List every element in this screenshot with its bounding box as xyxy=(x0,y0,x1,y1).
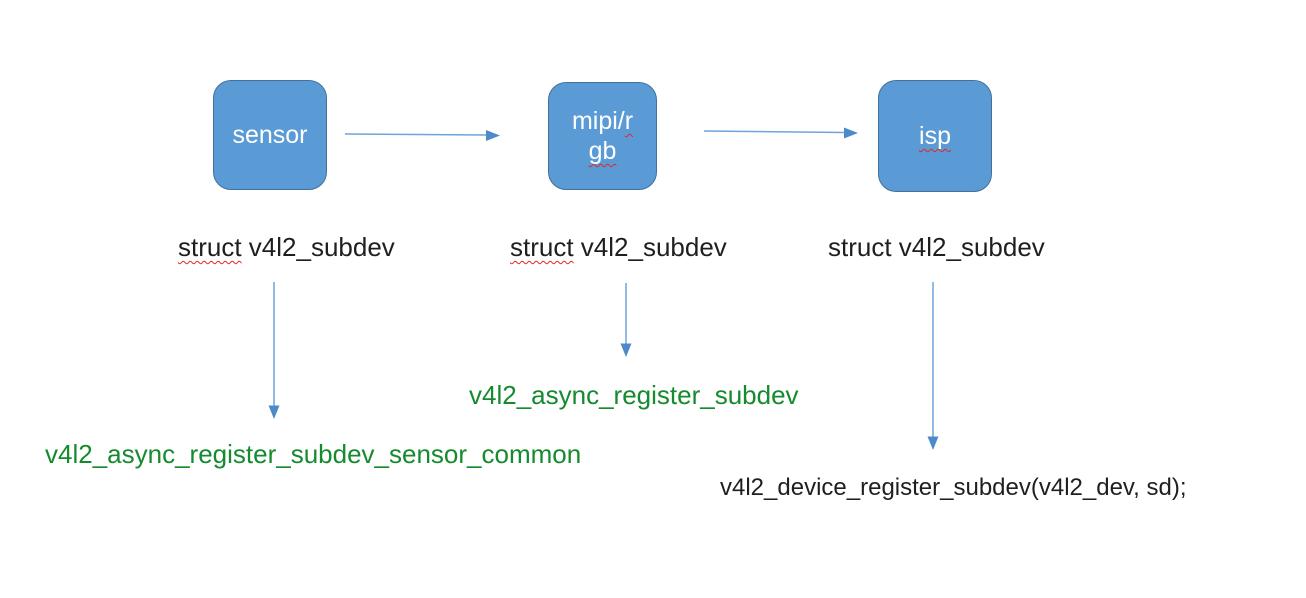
function-label-device-register: v4l2_device_register_subdev(v4l2_dev, sd… xyxy=(720,474,1187,501)
function-label-async-register: v4l2_async_register_subdev xyxy=(469,380,799,410)
arrow-sensor-down xyxy=(268,282,280,419)
misspelled-word: struct xyxy=(510,232,574,262)
node-sensor: sensor xyxy=(213,80,327,190)
misspelled-word: struct xyxy=(178,232,242,262)
node-isp-label: isp xyxy=(919,122,951,150)
struct-label-sensor: struct v4l2_subdev xyxy=(178,232,395,262)
node-isp: isp xyxy=(878,80,992,192)
struct-label-isp: struct v4l2_subdev xyxy=(828,232,1045,262)
function-label-async-register-sensor-common: v4l2_async_register_subdev_sensor_common xyxy=(45,439,582,469)
arrow-mipi-to-isp xyxy=(703,127,858,139)
struct-label-mipi: struct v4l2_subdev xyxy=(510,232,727,262)
node-mipi-label-line2: gb xyxy=(588,137,617,165)
node-sensor-label: sensor xyxy=(232,121,308,149)
arrow-isp-down xyxy=(927,282,939,450)
misspelled-fragment: r xyxy=(624,107,634,135)
arrow-mipi-down xyxy=(620,283,632,357)
node-mipi-label-line1: mipi/r xyxy=(571,107,634,135)
arrow-sensor-to-mipi xyxy=(344,130,500,141)
node-mipi-rgb: mipi/r gb xyxy=(548,82,657,190)
